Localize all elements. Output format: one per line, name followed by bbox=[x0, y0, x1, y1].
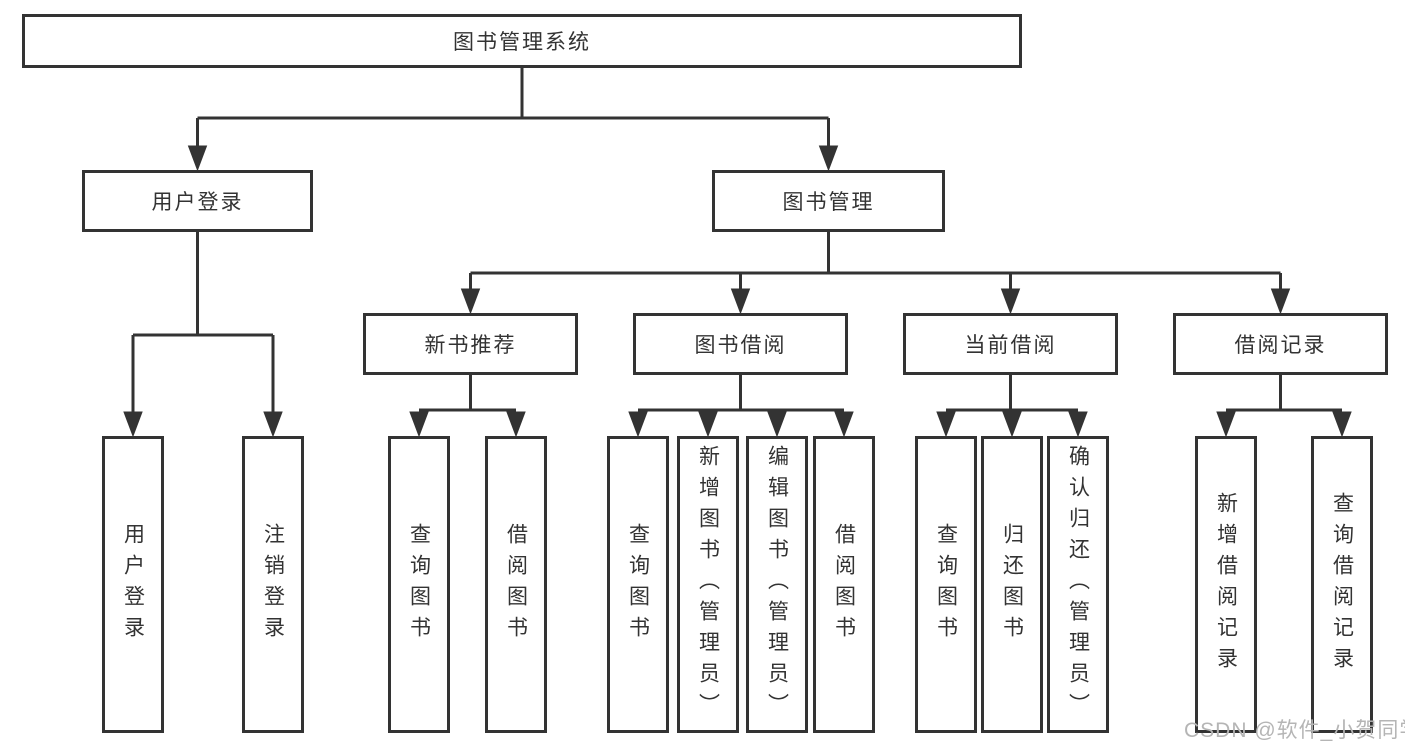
leaf-borrow-books: 借阅图书 bbox=[813, 436, 875, 733]
node-book-management: 图书管理 bbox=[712, 170, 945, 232]
leaf-edit-books-admin: 编辑图书（管理员） bbox=[746, 436, 808, 733]
csdn-watermark: CSDN @软件_小贺同学 bbox=[1184, 719, 1405, 742]
leaf-label: 查询借阅记录 bbox=[1330, 491, 1354, 678]
node-library-management-system: 图书管理系统 bbox=[22, 14, 1022, 68]
leaf-query-books-recommend: 查询图书 bbox=[388, 436, 450, 733]
node-label: 当前借阅 bbox=[964, 334, 1057, 357]
leaf-query-books-borrow: 查询图书 bbox=[607, 436, 669, 733]
leaf-user-login: 用户登录 bbox=[102, 436, 164, 733]
leaf-return-books: 归还图书 bbox=[981, 436, 1043, 733]
node-label: 新书推荐 bbox=[424, 334, 517, 357]
leaf-add-borrow-record: 新增借阅记录 bbox=[1195, 436, 1257, 733]
leaf-confirm-return-admin: 确认归还（管理员） bbox=[1047, 436, 1109, 733]
node-book-borrow: 图书借阅 bbox=[633, 313, 848, 375]
leaf-label: 新增图书（管理员） bbox=[696, 445, 720, 724]
leaf-logout: 注销登录 bbox=[242, 436, 304, 733]
leaf-label: 查询图书 bbox=[626, 522, 650, 647]
leaf-query-borrow-record: 查询借阅记录 bbox=[1311, 436, 1373, 733]
leaf-borrow-books-recommend: 借阅图书 bbox=[485, 436, 547, 733]
node-label: 用户登录 bbox=[151, 191, 244, 214]
node-borrow-records: 借阅记录 bbox=[1173, 313, 1388, 375]
node-label: 借阅记录 bbox=[1234, 334, 1327, 357]
leaf-label: 查询图书 bbox=[407, 522, 431, 647]
node-label: 图书管理系统 bbox=[453, 31, 591, 54]
node-label: 图书借阅 bbox=[694, 334, 787, 357]
leaf-label: 新增借阅记录 bbox=[1214, 491, 1238, 678]
leaf-label: 编辑图书（管理员） bbox=[765, 445, 789, 724]
leaf-label: 借阅图书 bbox=[504, 522, 528, 647]
node-current-borrow: 当前借阅 bbox=[903, 313, 1118, 375]
node-user-login: 用户登录 bbox=[82, 170, 313, 232]
leaf-add-books-admin: 新增图书（管理员） bbox=[677, 436, 739, 733]
node-label: 图书管理 bbox=[782, 191, 875, 214]
node-new-book-recommend: 新书推荐 bbox=[363, 313, 578, 375]
leaf-label: 借阅图书 bbox=[832, 522, 856, 647]
leaf-label: 注销登录 bbox=[261, 522, 285, 647]
leaf-label: 确认归还（管理员） bbox=[1066, 445, 1090, 724]
leaf-label: 查询图书 bbox=[934, 522, 958, 647]
leaf-label: 归还图书 bbox=[1000, 522, 1024, 647]
leaf-label: 用户登录 bbox=[121, 522, 145, 647]
leaf-query-books-current: 查询图书 bbox=[915, 436, 977, 733]
